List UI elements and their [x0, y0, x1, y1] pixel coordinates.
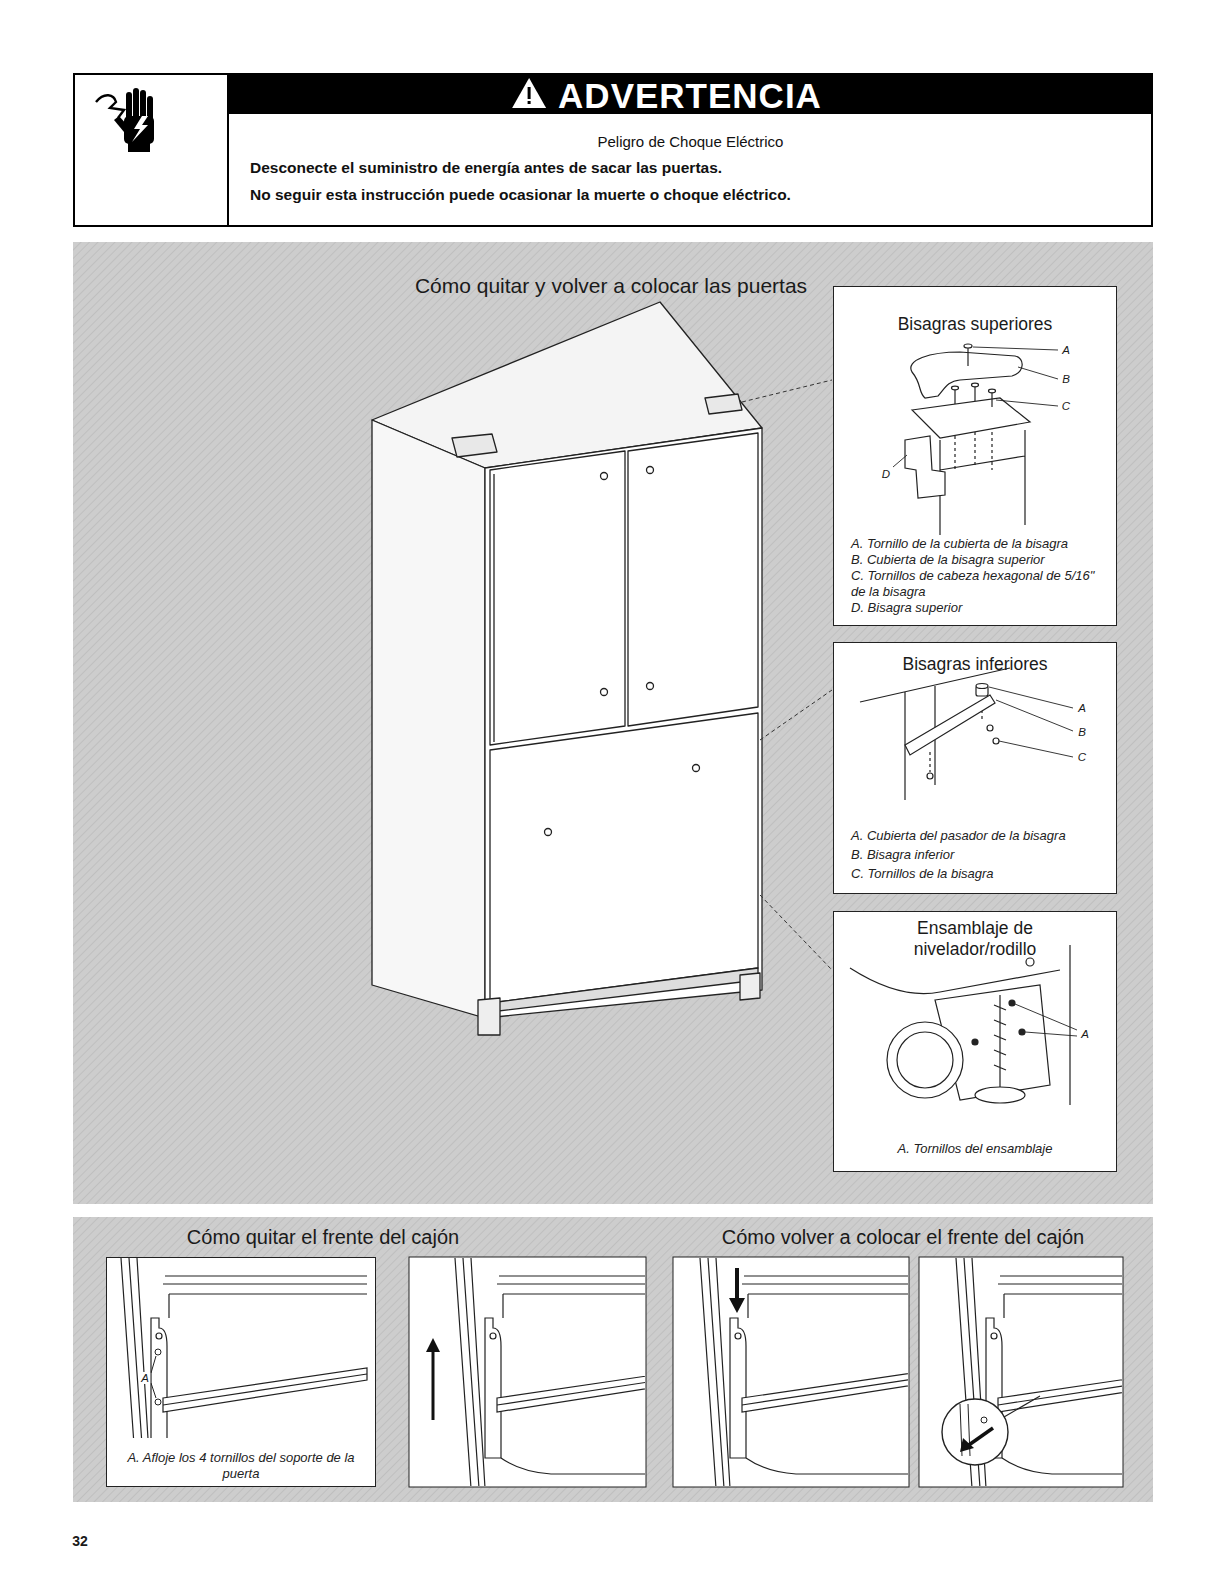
detail-inset: Ensamblaje de nivelador/rodillo A. Tornil…: [833, 911, 1117, 1172]
section-heading: Cómo volver a colocar el frente del cajó…: [671, 1225, 1135, 1249]
legend-item: C. Tornillos de la bisagra: [851, 864, 1109, 883]
callout-letter: B: [1077, 726, 1087, 738]
section-panel: Cómo quitar y volver a colocar las puert…: [73, 242, 1153, 1204]
section-heading: Cómo quitar el frente del cajón: [103, 1225, 543, 1249]
callout-letter: B: [1061, 373, 1071, 385]
inset-heading: Bisagras inferiores: [844, 654, 1106, 675]
detail-inset: Bisagras superiores A. Tornillo de la cub…: [833, 286, 1117, 626]
shock-icon: [96, 88, 154, 152]
legend-item: C. Tornillos de cabeza hexagonal de 5/16…: [851, 568, 1109, 600]
legend-item: A. Tornillos del ensamblaje: [844, 1141, 1106, 1157]
legend-item: B. Cubierta de la bisagra superior: [851, 552, 1109, 568]
detail-inset: Bisagras inferiores A. Cubierta del pasad…: [833, 642, 1117, 894]
legend-item: D. Bisagra superior: [851, 600, 1109, 616]
legend-item: A. Cubierta del pasador de la bisagra: [851, 826, 1109, 845]
callout-letter: A: [1080, 1028, 1090, 1040]
inset-heading: Bisagras superiores: [844, 314, 1106, 335]
callout-letter: A: [140, 1372, 150, 1384]
callout-letter: C: [1061, 400, 1071, 412]
inset-heading: Ensamblaje de nivelador/rodillo: [884, 918, 1066, 960]
callout-letter: D: [881, 468, 891, 480]
callout-letter: C: [1077, 751, 1087, 763]
warning-text: Desconecte el suministro de energía ante…: [250, 159, 1145, 178]
warning-box: ADVERTENCIA Peligro de Choque EléctricoDe…: [73, 73, 1153, 227]
callout-letter: A: [1061, 344, 1071, 356]
legend-item: B. Bisagra inferior: [851, 845, 1109, 864]
panel-title: Cómo quitar y volver a colocar las puert…: [311, 273, 911, 298]
warning-subtitle: Peligro de Choque Eléctrico: [230, 133, 1151, 151]
section-panel: Cómo quitar el frente del cajón Cómo volv…: [73, 1217, 1153, 1502]
legend-item: A. Tornillo de la cubierta de la bisagra: [851, 536, 1109, 552]
warning-text: No seguir esta instrucción puede ocasion…: [250, 186, 1145, 205]
warning-triangle: [512, 78, 546, 108]
callout-letter: A: [1077, 702, 1087, 714]
page-number: 32: [71, 1534, 89, 1549]
warning-title: ADVERTENCIA: [558, 75, 822, 116]
legend-item: A. Afloje los 4 tornillos del soporte de…: [121, 1450, 361, 1482]
